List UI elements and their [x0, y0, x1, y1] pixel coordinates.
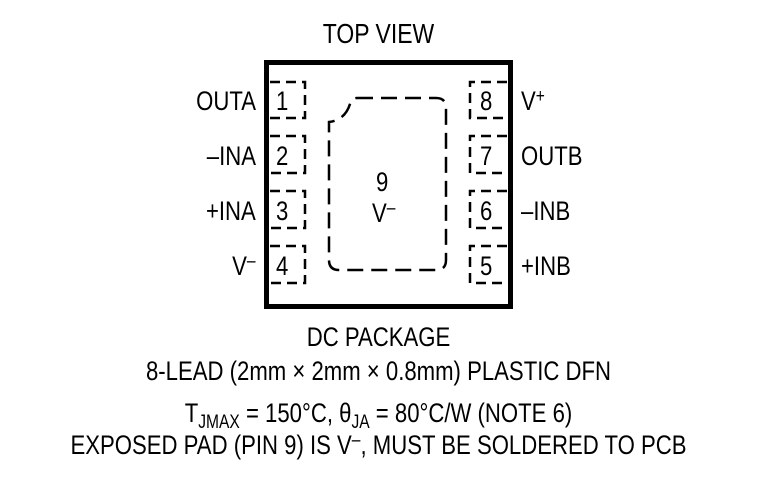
pin-label-plus-inb: +INB [521, 251, 571, 281]
pin-pad-6 [468, 189, 507, 230]
pin-label-plus-ina: +INA [206, 196, 256, 226]
package-description: 8-LEAD (2mm × 2mm × 0.8mm) PLASTIC DFN [145, 356, 612, 386]
pin-pad-3 [270, 189, 307, 230]
exposed-pad [327, 96, 448, 272]
pin-label-outa: OUTA [196, 86, 256, 116]
pin-number-5: 5 [480, 251, 493, 281]
pin-pad-5 [468, 244, 507, 285]
pin-number-1: 1 [276, 86, 289, 116]
pin-pad-2 [270, 134, 307, 175]
pin-label-outb: OUTB [521, 141, 583, 171]
pin-number-4: 4 [276, 251, 289, 281]
exposed-pad-number: 9 [376, 167, 389, 197]
diagram-title: TOP VIEW [322, 18, 435, 49]
pin-pad-8 [468, 80, 507, 120]
pin-number-2: 2 [276, 141, 289, 171]
pin-pad-1 [270, 80, 307, 120]
package-body [264, 60, 513, 309]
left-pin-pads [270, 80, 307, 285]
pin-label-v-minus-left: V– [232, 251, 256, 281]
pin-number-7: 7 [480, 141, 493, 171]
exposed-pad-note: EXPOSED PAD (PIN 9) IS V–, MUST BE SOLDE… [70, 430, 687, 460]
pin-pad-7 [468, 134, 507, 175]
pin-pad-4 [270, 244, 307, 285]
exposed-pad-label: V– [372, 198, 396, 228]
pin-label-minus-ina: –INA [206, 141, 256, 171]
pin-label-minus-inb: –INB [521, 196, 571, 226]
pin-number-3: 3 [276, 196, 289, 226]
pin-number-6: 6 [480, 196, 493, 226]
pin-label-v-plus: V+ [521, 86, 545, 116]
thermal-spec: TJMAX = 150°C, θJA = 80°C/W (NOTE 6) [184, 398, 573, 433]
package-name: DC PACKAGE [306, 322, 451, 352]
pin-number-8: 8 [480, 86, 493, 116]
right-pin-pads [468, 80, 507, 285]
